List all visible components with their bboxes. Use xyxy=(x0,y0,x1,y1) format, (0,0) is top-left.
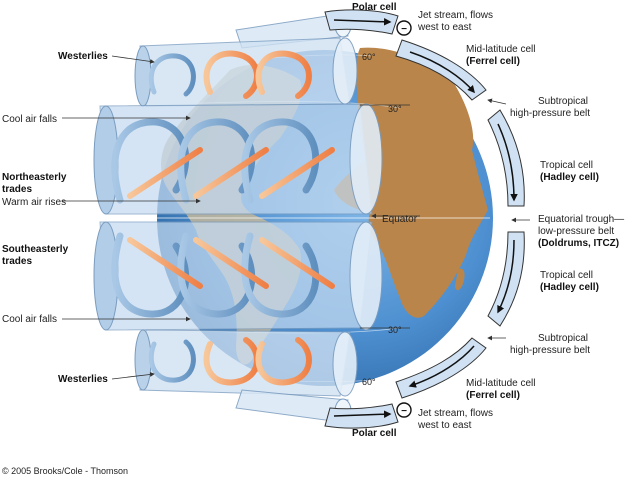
hadley-top-line2: (Hadley cell) xyxy=(540,172,599,183)
ferrel-cell-bottom-line2: (Ferrel cell) xyxy=(466,390,520,401)
jet-stream-symbol-top: − xyxy=(396,20,412,36)
jet-stream-symbol-bottom: − xyxy=(396,402,412,418)
westerlies-bottom-label: Westerlies xyxy=(58,374,108,385)
jet-stream-top-line1: Jet stream, flows xyxy=(418,10,493,21)
ferrel-cell-bottom-line1: Mid-latitude cell xyxy=(466,378,535,389)
copyright-text: © 2005 Brooks/Cole - Thomson xyxy=(2,466,128,476)
northern-hadley-loops xyxy=(111,118,335,204)
subtropical-bottom-line1: Subtropical xyxy=(538,333,588,344)
jet-stream-bottom-line2: west to east xyxy=(417,420,472,431)
southern-ferrel-loops xyxy=(148,337,312,386)
ne-trades-line1: Northeasterly xyxy=(2,172,67,183)
itcz-line1: Equatorial trough— xyxy=(538,214,624,225)
hadley-cell-top-shape xyxy=(487,109,525,207)
cell-ring xyxy=(324,9,525,429)
jet-symbol-bottom-text: − xyxy=(401,406,407,417)
jet-stream-top-line2: west to east xyxy=(417,22,472,33)
ne-trades-line2: trades xyxy=(2,184,32,195)
polar-cell-top-shape xyxy=(324,9,399,35)
polar-cell-top-label: Polar cell xyxy=(352,2,397,13)
warm-air-rises-label: Warm air rises xyxy=(2,197,66,208)
lat-60-south: 60° xyxy=(362,377,376,387)
northern-hadley-cylinder xyxy=(93,103,383,215)
se-trades-line1: Southeasterly xyxy=(2,244,69,255)
hadley-top-line1: Tropical cell xyxy=(540,160,593,171)
jet-stream-bottom-line1: Jet stream, flows xyxy=(418,408,493,419)
westerlies-top-label: Westerlies xyxy=(58,51,108,62)
cool-air-falls-top-label: Cool air falls xyxy=(2,114,57,125)
hadley-bottom-line2: (Hadley cell) xyxy=(540,282,599,293)
subtropical-bottom-line2: high-pressure belt xyxy=(510,345,590,356)
polar-cell-bottom-shape xyxy=(324,403,399,429)
madagascar xyxy=(455,268,465,291)
itcz-line3: (Doldrums, ITCZ) xyxy=(538,238,619,249)
polar-cell-bottom-label: Polar cell xyxy=(352,428,397,439)
jet-symbol-top-text: − xyxy=(401,24,407,35)
ferrel-cell-top-line1: Mid-latitude cell xyxy=(466,44,535,55)
ferrel-cell-top-line2: (Ferrel cell) xyxy=(466,56,520,67)
se-trades-line2: trades xyxy=(2,256,32,267)
hadley-bottom-line1: Tropical cell xyxy=(540,270,593,281)
equator-label: Equator xyxy=(382,214,418,225)
lat-30-south: 30° xyxy=(388,325,402,335)
lat-60-north: 60° xyxy=(362,52,376,62)
subtropical-top-line2: high-pressure belt xyxy=(510,108,590,119)
southern-hadley-loops xyxy=(111,232,335,318)
leader-lines xyxy=(62,55,530,380)
cool-air-falls-bottom-label: Cool air falls xyxy=(2,314,57,325)
hadley-cell-bottom-shape xyxy=(487,231,525,327)
subtropical-top-line1: Subtropical xyxy=(538,96,588,107)
lat-30-north: 30° xyxy=(388,104,402,114)
northern-ferrel-loops xyxy=(148,50,312,99)
itcz-line2: low-pressure belt xyxy=(538,226,614,237)
